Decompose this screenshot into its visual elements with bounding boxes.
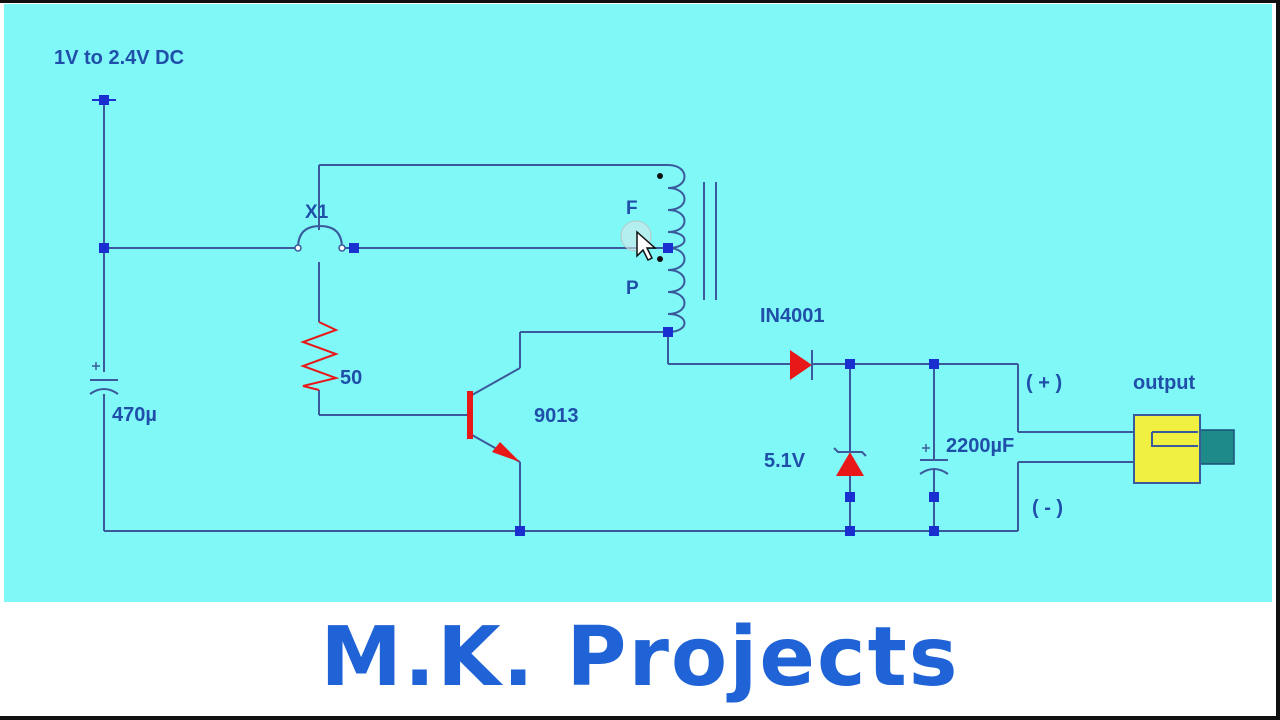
label-coil-f: F [626, 198, 638, 219]
frame-edge-right [1276, 0, 1280, 720]
zener-symbol [833, 447, 867, 476]
circuit-diagram: 1V to 2.4V DC X1 F P 50 470µ 9013 IN4001… [54, 47, 1235, 536]
label-transistor: 9013 [534, 405, 579, 427]
diode-symbol [790, 350, 813, 380]
logo-title: M.K. Projects [320, 610, 960, 705]
node-zener-bottom [845, 526, 855, 536]
junction-nodes [99, 95, 939, 536]
label-minus: ( - ) [1032, 497, 1063, 519]
node-switch [349, 243, 359, 253]
node-coil-tap [663, 243, 673, 253]
label-resistor: 50 [340, 367, 362, 389]
node-zener-mid [845, 492, 855, 502]
node-left-mid [99, 243, 109, 253]
node-cap-top [929, 359, 939, 369]
node-cap-bottom [929, 526, 939, 536]
label-plus: ( + ) [1026, 372, 1062, 394]
label-capacitor-in: 470µ [112, 404, 157, 426]
frame-edge-bottom [0, 716, 1280, 720]
coil-dot-top [657, 173, 663, 179]
resistor-symbol [300, 321, 340, 391]
transformer-coil [667, 164, 717, 333]
banner: M.K. Projects [0, 602, 1280, 720]
frame-edge-top [0, 0, 1280, 3]
label-coil-p: P [626, 278, 639, 299]
wires [103, 100, 1134, 532]
label-zener: 5.1V [764, 450, 806, 472]
node-coil-bottom [663, 327, 673, 337]
node-cap-mid [929, 492, 939, 502]
label-diode: IN4001 [760, 305, 825, 327]
switch-x1 [294, 224, 346, 252]
node-emitter [515, 526, 525, 536]
capacitor-in-symbol [89, 362, 119, 395]
wire-collector [471, 367, 521, 396]
mouse-cursor-icon [620, 220, 657, 262]
transistor-symbol [467, 391, 520, 462]
schematic-canvas: 1V to 2.4V DC X1 F P 50 470µ 9013 IN4001… [4, 4, 1272, 602]
capacitor-out-symbol [919, 444, 949, 475]
node-zener-top [845, 359, 855, 369]
output-connector [1133, 414, 1235, 484]
label-switch: X1 [305, 202, 329, 223]
label-supply: 1V to 2.4V DC [54, 47, 184, 69]
coil-dot-bottom [657, 256, 663, 262]
label-output: output [1133, 372, 1196, 394]
label-capacitor-out: 2200µF [946, 435, 1014, 457]
